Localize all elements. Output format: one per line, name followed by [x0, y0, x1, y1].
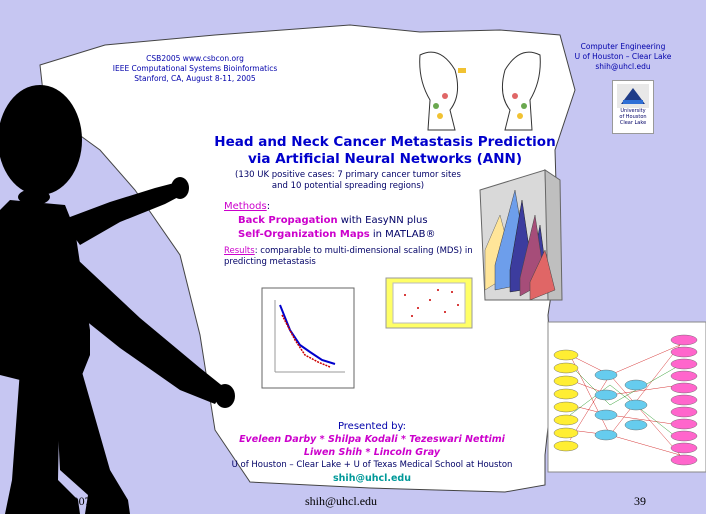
- presented-label: Presented by:: [337, 421, 407, 432]
- title-line-2: via Artificial Neural Networks (ANN): [247, 151, 523, 167]
- institutions: U of Houston – Clear Lake + U of Texas M…: [231, 460, 513, 470]
- methods-section: Methods: Back Propagation with EasyNN pl…: [224, 201, 436, 240]
- conference-info: CSB2005 www.csbcon.org IEEE Computationa…: [95, 54, 295, 84]
- results-section: Results: comparable to multi-dimensional…: [224, 246, 484, 268]
- neck-diagrams-illustration: [419, 51, 541, 131]
- presenters-block: Presented by: Eveleen Darby * Shilpa Kod…: [200, 420, 544, 485]
- presenter-silhouette: [0, 85, 235, 514]
- footer-page-number: 39: [634, 494, 646, 508]
- conference-line-3: Stanford, CA, August 8-11, 2005: [134, 74, 256, 83]
- method-item-2: Self-Organization Maps in MATLAB®: [238, 229, 436, 240]
- affiliation-line-2: U of Houston – Clear Lake: [574, 52, 672, 61]
- authors-line-2: Liwen Shih * Lincoln Gray: [303, 447, 441, 458]
- results-text: : comparable to multi-dimensional scalin…: [224, 246, 473, 267]
- som-3d-plot-figure: [261, 287, 355, 389]
- logo-text: University of Houston Clear Lake: [619, 108, 647, 126]
- methods-heading: Methods: [224, 201, 267, 212]
- affiliation-email: shih@uhcl.edu: [595, 62, 651, 71]
- footer-date: 6/5/2007: [48, 494, 91, 508]
- neural-network-diagram: [547, 321, 706, 473]
- results-heading: Results: [224, 246, 255, 256]
- title-line-1: Head and Neck Cancer Metastasis Predicti…: [214, 134, 556, 150]
- uhcl-logo: University of Houston Clear Lake: [612, 80, 654, 134]
- scatter-plot-figure: [385, 277, 473, 329]
- footer-email: shih@uhcl.edu: [305, 494, 378, 508]
- affiliation-line-1: Computer Engineering: [580, 42, 666, 51]
- contact-email: shih@uhcl.edu: [333, 473, 411, 484]
- uhcl-logo-icon: [617, 84, 649, 108]
- affiliation-info: Computer Engineering U of Houston – Clea…: [558, 42, 688, 72]
- case-note: (130 UK positive cases: 7 primary cancer…: [235, 170, 461, 191]
- authors-line-1: Eveleen Darby * Shilpa Kodali * Tezeswar…: [239, 434, 505, 445]
- conference-line-1: CSB2005 www.csbcon.org: [146, 54, 244, 63]
- method-item-1: Back Propagation with EasyNN plus: [238, 215, 428, 226]
- conference-line-2: IEEE Computational Systems Bioinformatic…: [112, 64, 278, 73]
- 3d-area-chart-figure: [479, 169, 563, 301]
- poster-title: Head and Neck Cancer Metastasis Predicti…: [200, 134, 570, 168]
